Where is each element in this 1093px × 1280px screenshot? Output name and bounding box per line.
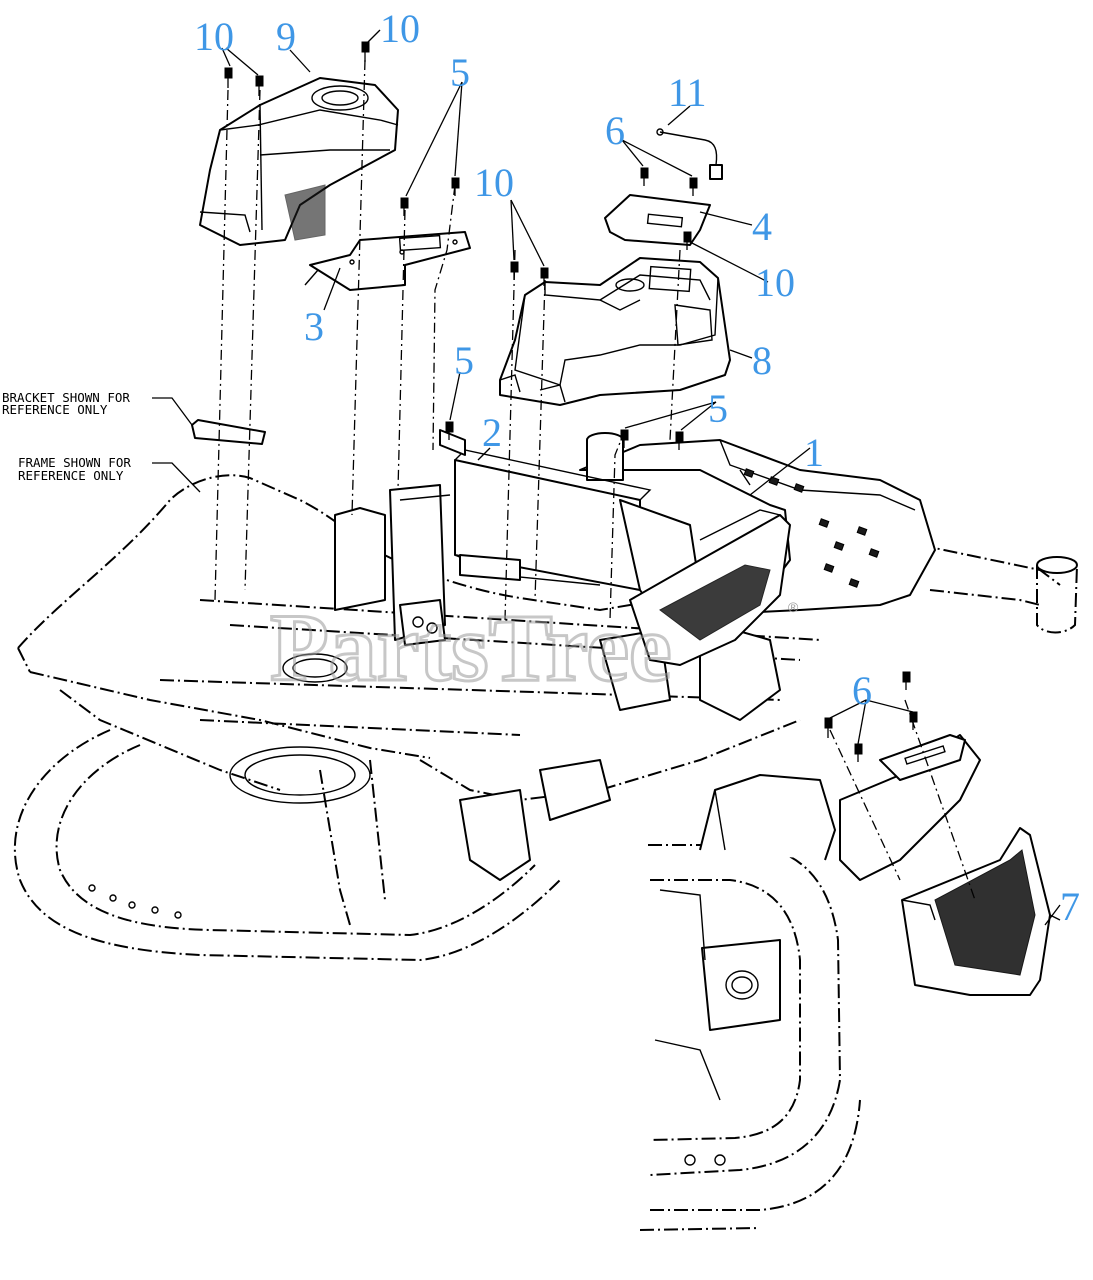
screw-icon: [683, 231, 692, 250]
screw-icon: [224, 67, 233, 88]
frame-note-line-2: REFERENCE ONLY: [18, 468, 124, 483]
callout-1: 1: [804, 430, 824, 475]
screw-icon: [445, 421, 454, 440]
svg-text:PartsTree: PartsTree: [270, 594, 672, 701]
callouts: 10 9 10 5 11 6 10 4 10 3 5 8 2 5 1 6 7: [194, 6, 1080, 929]
screw-icon: [689, 177, 698, 196]
watermark: PartsTree ®: [269, 593, 800, 703]
callout-3: 3: [304, 304, 324, 349]
bracket-note-line-2: REFERENCE ONLY: [2, 402, 108, 417]
callout-5: 5: [708, 386, 728, 431]
callout-7: 7: [1060, 884, 1080, 929]
part-9-cover: [199, 77, 399, 246]
screw-icon: [902, 671, 911, 690]
part-1-slots: [743, 468, 880, 588]
reference-bracket: [191, 419, 266, 445]
callout-4: 4: [752, 204, 772, 249]
frame-plates: [334, 484, 781, 881]
screw-icon: [400, 197, 409, 216]
inset-view: [639, 699, 1061, 1231]
screw-icon: [510, 261, 519, 280]
callout-10: 10: [474, 160, 514, 205]
screw-icon: [361, 41, 370, 62]
bracket-note-line-1: BRACKET SHOWN FOR: [2, 390, 130, 405]
screw-icon: [540, 267, 549, 286]
screw-icon: [640, 167, 649, 186]
callout-11: 11: [668, 70, 707, 115]
screw-icon: [909, 711, 918, 730]
screw-icon: [620, 429, 629, 448]
callout-5: 5: [454, 338, 474, 383]
screw-icon: [451, 177, 460, 196]
callout-9: 9: [276, 14, 296, 59]
reference-notes: BRACKET SHOWN FOR REFERENCE ONLY FRAME S…: [2, 390, 131, 483]
callout-6: 6: [852, 668, 872, 713]
fasteners: [224, 41, 918, 762]
callout-10: 10: [194, 14, 234, 59]
callout-10: 10: [755, 260, 795, 305]
callout-8: 8: [752, 338, 772, 383]
right-side-pod: [629, 509, 791, 666]
callout-2: 2: [482, 410, 502, 455]
callout-10: 10: [380, 6, 420, 51]
screw-icon: [854, 743, 863, 762]
svg-text:®: ®: [788, 599, 799, 615]
screw-icon: [824, 717, 833, 738]
frame-note-line-1: FRAME SHOWN FOR: [18, 455, 131, 470]
part-3-plate: [304, 231, 471, 291]
part-8-console: [499, 257, 731, 406]
leader-lines: [152, 29, 1061, 926]
screw-icon: [675, 431, 684, 450]
part-11-rod: [656, 128, 723, 180]
alignment-lines: [214, 59, 681, 621]
callout-6: 6: [605, 108, 625, 153]
callout-5: 5: [450, 50, 470, 95]
screw-icon: [255, 75, 264, 96]
part-4-plate: [604, 194, 711, 246]
